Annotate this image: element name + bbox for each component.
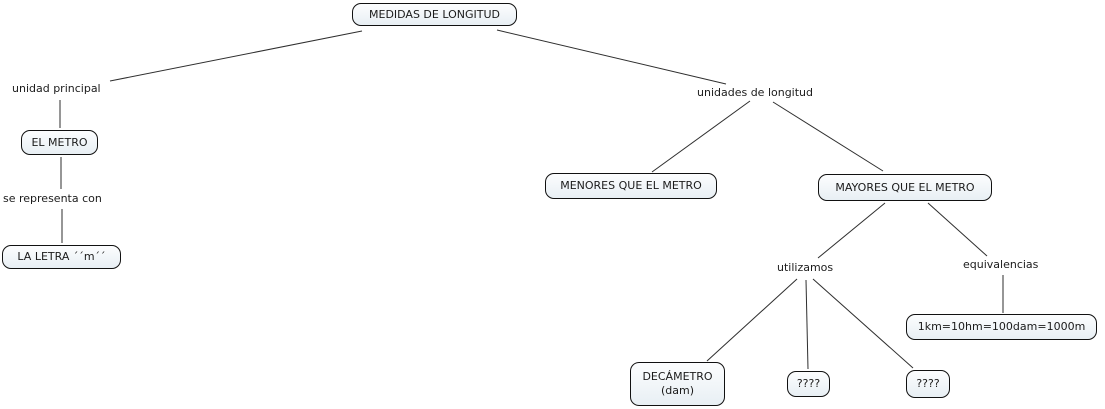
node-el-metro[interactable]: EL METRO [21,130,98,155]
node-mayores-que-el-metro[interactable]: MAYORES QUE EL METRO [818,174,992,201]
connector-utilizamos-to-q1 [805,279,809,370]
node-label: ???? [916,377,940,391]
link-label-unidades-de-longitud[interactable]: unidades de longitud [697,86,813,99]
node-label: MEDIDAS DE LONGITUD [369,7,500,21]
node-label: EL METRO [31,135,88,149]
node-placeholder-2[interactable]: ???? [906,370,950,398]
connector-utilizamos-to-decametro [706,278,798,362]
node-label-line2: (dam) [660,384,695,397]
node-medidas-de-longitud[interactable]: MEDIDAS DE LONGITUD [352,3,517,26]
node-label: ???? [796,377,821,391]
node-label: MAYORES QUE EL METRO [835,180,975,194]
node-decametro[interactable]: DECÁMETRO (dam) [630,362,725,406]
link-label-text: equivalencias [963,258,1039,271]
connector-utilizamos-to-q2 [812,278,914,369]
connector-medidas-to-unidad-principal [109,30,363,82]
link-label-utilizamos[interactable]: utilizamos [777,261,833,274]
connector-mayores-to-equivalencias [927,202,988,257]
connector-unidades-to-menores [651,100,751,173]
connector-mayores-to-utilizamos [817,202,886,259]
node-la-letra-m[interactable]: LA LETRA ´´m´´ [2,245,121,269]
link-label-text: se representa con [3,192,102,205]
link-label-unidad-principal[interactable]: unidad principal [12,82,101,95]
link-label-equivalencias[interactable]: equivalencias [963,258,1038,271]
node-label: LA LETRA ´´m´´ [17,250,106,264]
link-label-text: unidad principal [12,82,101,95]
node-label: 1km=10hm=100dam=1000m [917,320,1086,334]
node-placeholder-1[interactable]: ???? [787,371,830,397]
node-label: MENORES QUE EL METRO [560,179,702,193]
link-label-text: unidades de longitud [697,86,814,99]
link-label-se-representa-con[interactable]: se representa con [3,192,102,205]
node-equivalencia-km[interactable]: 1km=10hm=100dam=1000m [906,314,1097,340]
node-menores-que-el-metro[interactable]: MENORES QUE EL METRO [545,173,717,199]
connector-medidas-to-unidades-longitud [496,29,727,85]
node-label-line1: DECÁMETRO [642,370,713,384]
link-label-text: utilizamos [777,261,834,274]
connector-unidades-to-mayores [772,101,884,172]
